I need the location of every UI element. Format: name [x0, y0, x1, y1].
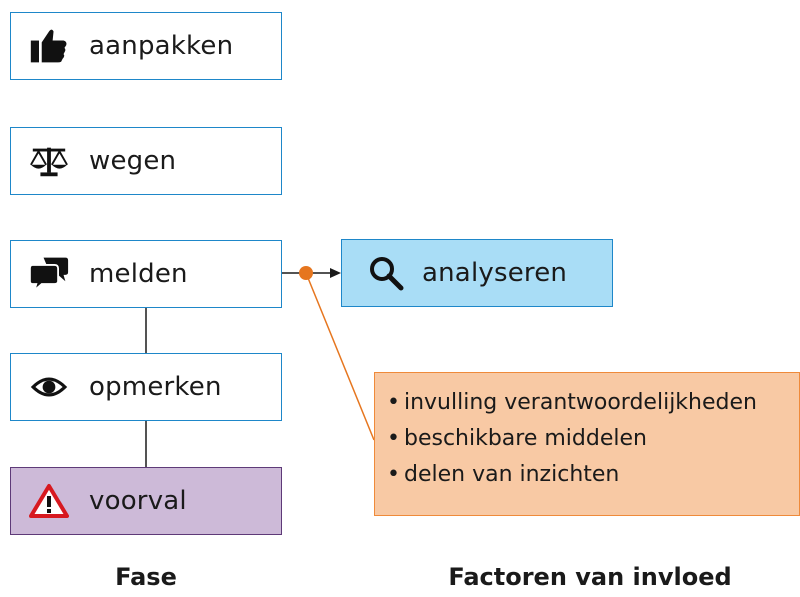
eye-icon — [29, 367, 69, 407]
phase-opmerken: opmerken — [10, 353, 282, 421]
phase-label: melden — [89, 259, 188, 289]
phase-melden: melden — [10, 240, 282, 308]
thumbs-up-icon — [29, 26, 69, 66]
analysis-label: analyseren — [422, 258, 568, 288]
phase-label: aanpakken — [89, 31, 234, 61]
phase-label: voorval — [89, 486, 187, 516]
scales-icon — [29, 141, 69, 181]
caption-factors: Factoren van invloed — [448, 563, 732, 591]
arrowhead — [330, 268, 341, 278]
phase-label: opmerken — [89, 372, 222, 402]
analysis-box: analyseren — [341, 239, 613, 307]
factor-item: invulling verantwoordelijkheden — [387, 385, 799, 421]
factors-link-dot — [299, 266, 313, 280]
factors-list: invulling verantwoordelijkheden beschikb… — [387, 385, 799, 493]
factors-box: invulling verantwoordelijkheden beschikb… — [374, 372, 800, 516]
factors-link-line — [305, 272, 375, 441]
phase-wegen: wegen — [10, 127, 282, 195]
speech-bubbles-icon — [29, 254, 69, 294]
phase-aanpakken: aanpakken — [10, 12, 282, 80]
caption-phase: Fase — [115, 563, 177, 591]
phase-label: wegen — [89, 146, 177, 176]
magnifier-icon — [366, 253, 406, 293]
factor-item: delen van inzichten — [387, 457, 799, 493]
warning-icon — [29, 481, 69, 521]
phase-voorval: voorval — [10, 467, 282, 535]
factor-item: beschikbare middelen — [387, 421, 799, 457]
